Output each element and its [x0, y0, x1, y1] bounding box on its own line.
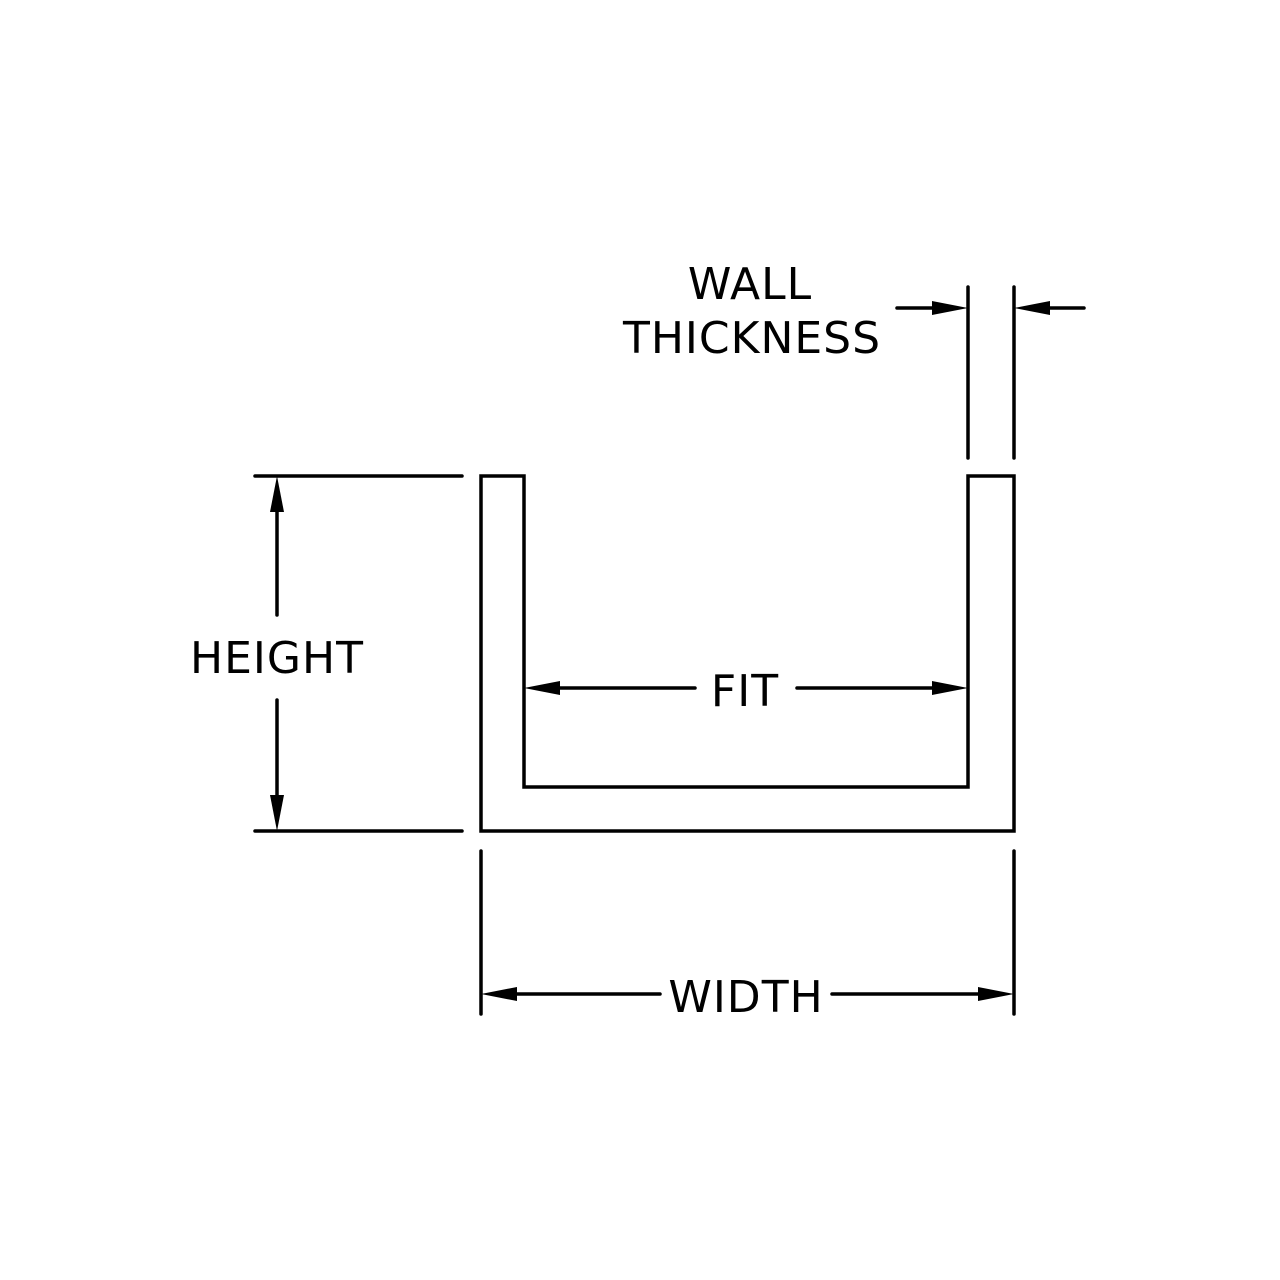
fit-label: FIT: [711, 666, 779, 717]
width-arrowhead-left: [481, 987, 517, 1001]
fit-arrowhead-left: [524, 681, 560, 695]
wall-arrowhead-left: [932, 301, 968, 315]
wall-label-line1: WALL: [688, 259, 812, 310]
width-label: WIDTH: [668, 972, 823, 1023]
fit-arrowhead-right: [932, 681, 968, 695]
channel-profile-outline: [479, 474, 1016, 833]
height-arrowhead-bottom: [270, 795, 284, 831]
wall-label-line2: THICKNESS: [622, 313, 881, 364]
wall-arrowhead-right: [1014, 301, 1050, 315]
height-label: HEIGHT: [190, 633, 364, 684]
width-arrowhead-right: [978, 987, 1014, 1001]
height-arrowhead-top: [270, 476, 284, 512]
